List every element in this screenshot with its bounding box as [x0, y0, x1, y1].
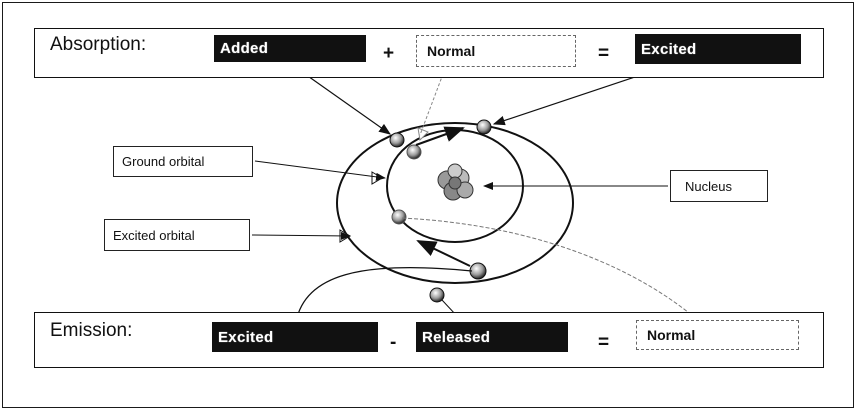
absorption-equals: = [598, 43, 610, 64]
absorption-excited-box: Excited [635, 34, 801, 64]
released-photon [429, 287, 445, 303]
jump-up-arrow [415, 126, 465, 146]
excited-orbital-label: Excited orbital [104, 219, 250, 251]
excited-arrow [492, 71, 651, 126]
emission-normal-box: Normal [636, 320, 799, 350]
absorption-normal-box: Normal [416, 35, 576, 67]
drop-down-arrow [416, 240, 471, 267]
emission-equals: = [598, 332, 610, 353]
normal-link [419, 73, 444, 136]
emission-excited-box: Excited [212, 322, 378, 352]
added-photon [389, 132, 405, 148]
ground-orbital-arrow [254, 160, 386, 181]
diagram-frame [2, 2, 854, 408]
ground-orbital-label: Ground orbital [113, 146, 253, 177]
electron-excited-top [476, 119, 492, 135]
electron-ground-bottom [391, 209, 407, 225]
normal-emission-link [401, 217, 701, 323]
absorption-title: Absorption: [50, 34, 147, 55]
emission-released-box: Released [416, 322, 568, 352]
electron-excited-bottom [469, 262, 487, 280]
excited-emission-link [295, 266, 473, 323]
excited-orbit [336, 122, 574, 284]
absorption-plus: + [383, 43, 395, 64]
nucleus-label: Nucleus [670, 170, 768, 202]
added-arrow [304, 73, 391, 135]
electron-marks [389, 119, 492, 303]
nucleus-icon [437, 163, 474, 201]
electron-ground-top [406, 144, 422, 160]
emission-minus: - [390, 332, 397, 353]
emission-title: Emission: [50, 320, 133, 341]
excited-orbital-arrow [251, 231, 351, 240]
absorption-added-box: Added [214, 35, 366, 62]
normal-marker [417, 127, 429, 142]
ground-orbit-marker [371, 171, 383, 185]
